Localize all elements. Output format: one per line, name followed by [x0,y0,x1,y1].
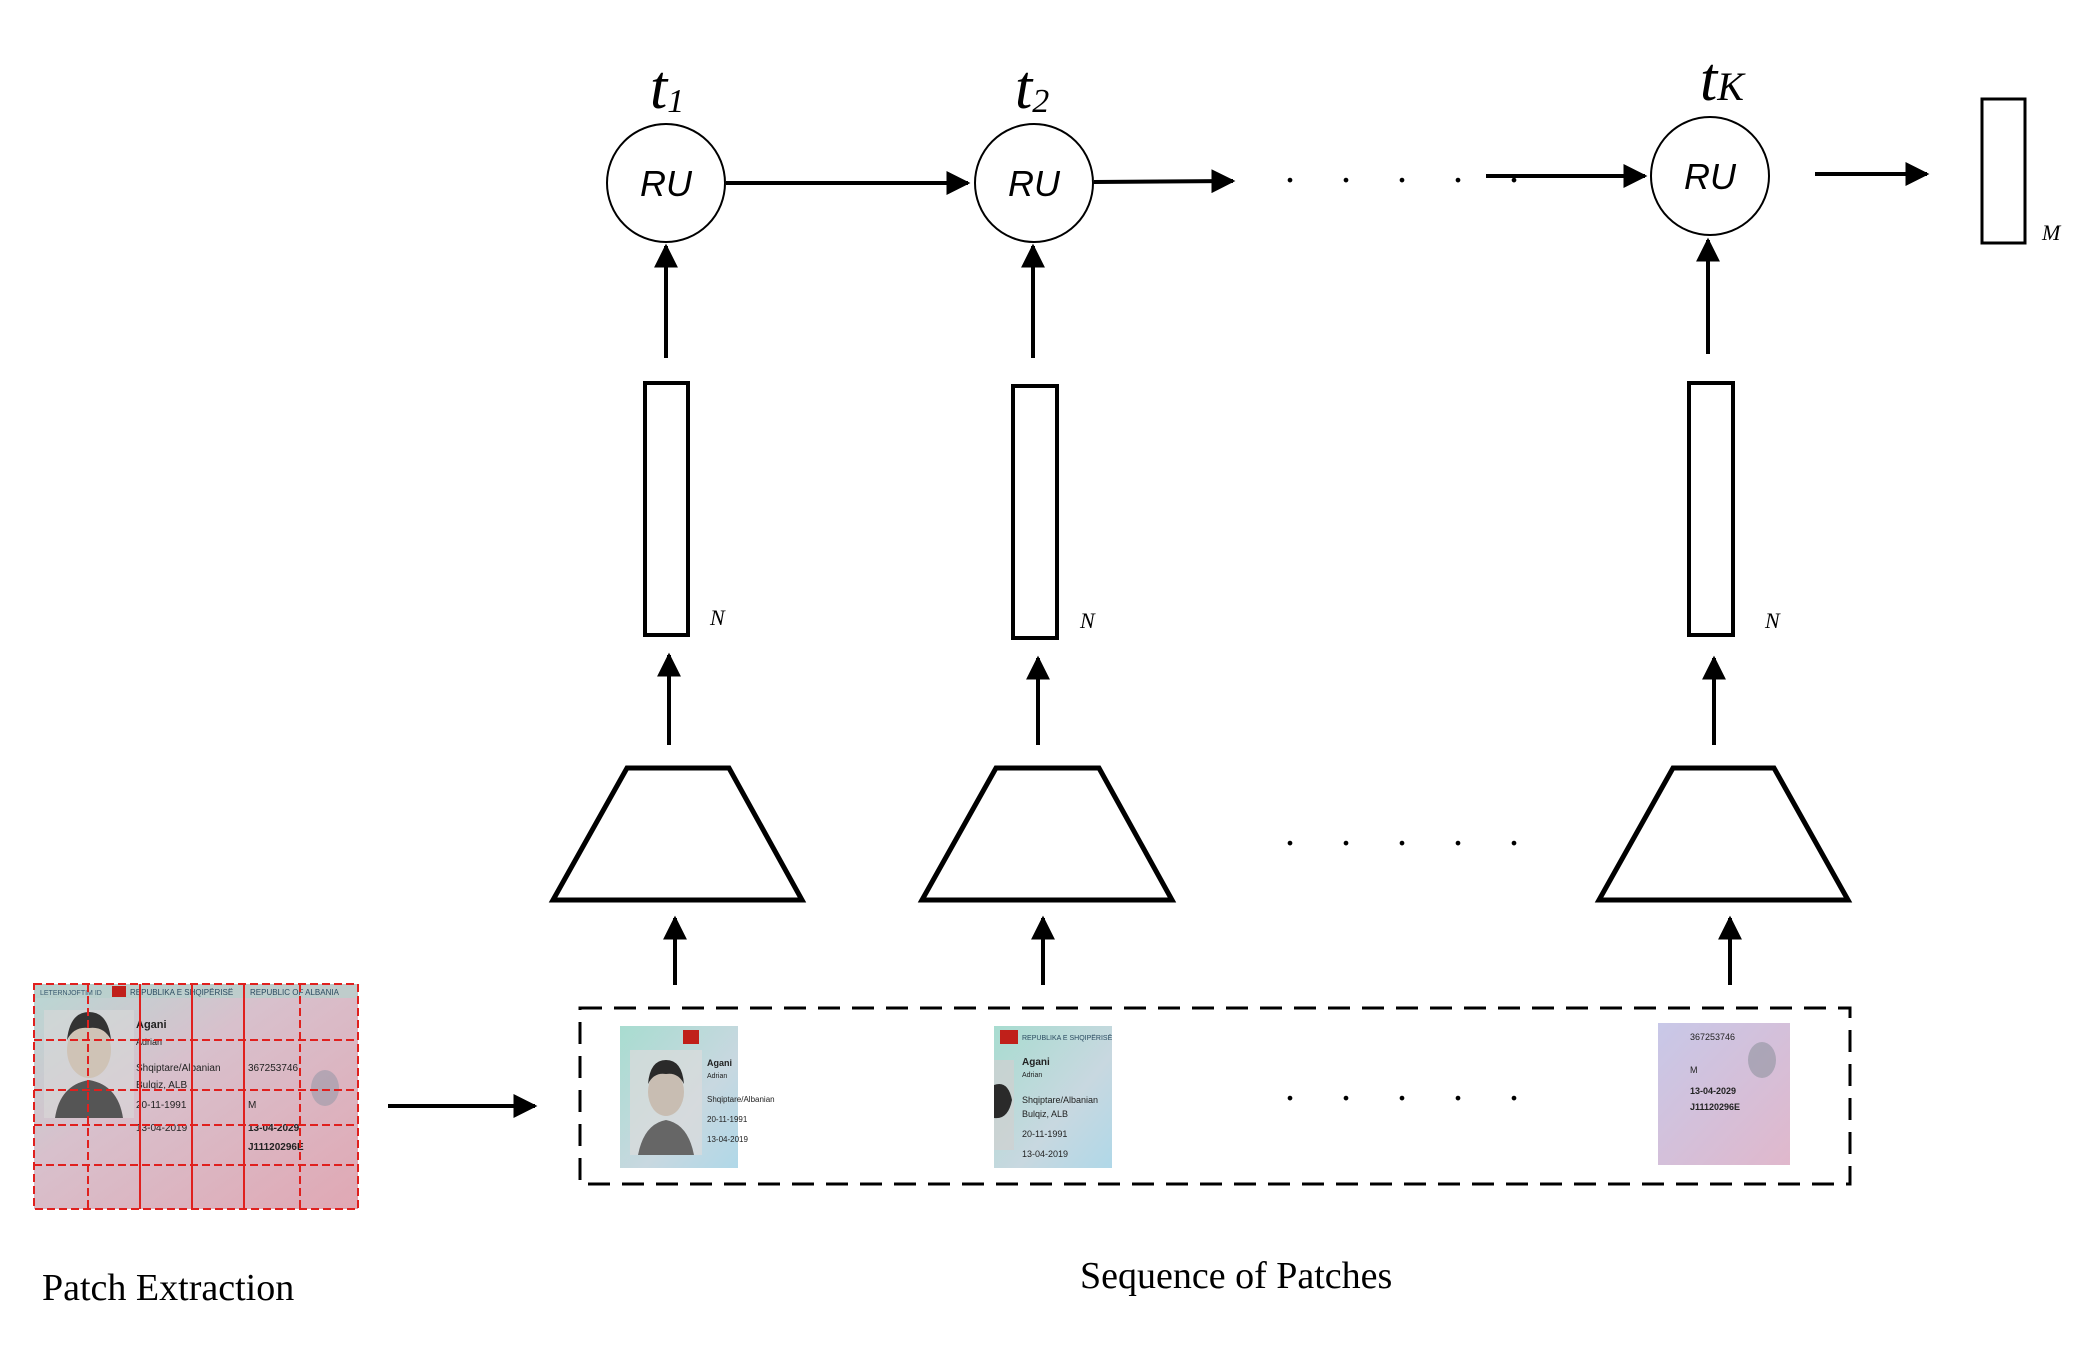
patch-2-surname: Agani [1022,1057,1050,1068]
id-card-given-name: Adrian [136,1037,162,1047]
patch-1-nationality: Shqiptare/Albanian [707,1095,775,1104]
recurrent-unit-k [1650,116,1770,236]
patch-extraction-label: Patch Extraction [42,1267,294,1309]
id-card-number: 367253746 [248,1063,298,1074]
time-label-2: t2 [1015,54,1049,122]
feature-vector-1 [643,381,690,637]
ellipsis-middle: . . . . . [1285,809,1537,854]
patch-1: Agani Adrian Shqiptare/Albanian 20-11-19… [620,1026,775,1168]
id-card-dob: 20-11-1991 [136,1100,187,1111]
patch-2-place-of-birth: Bulqiz, ALB [1022,1109,1068,1119]
patch-k-ghost-portrait-icon [1748,1042,1776,1078]
patch-2-dob: 20-11-1991 [1022,1129,1067,1139]
patch-grid [33,983,359,1210]
cnn-encoder-1 [548,765,807,903]
id-card-surname: Agani [136,1019,167,1031]
patch-1-flag-icon [683,1030,699,1044]
time-label-1: t1 [650,54,684,122]
patch-2: REPUBLIKA E SHQIPËRISË Agani Adrian Shqi… [994,1026,1113,1168]
column-step-1: t1 RU N [548,54,807,985]
recurrent-unit-1 [606,123,726,243]
patch-2-given-name: Adrian [1022,1072,1042,1079]
patch-2-date-issue: 13-04-2019 [1022,1149,1068,1159]
ghost-portrait-icon [311,1070,339,1106]
id-card-place-of-birth: Bulqiz, ALB [136,1080,187,1091]
patch-k: 367253746 M 13-04-2029 J11120296E [1658,1023,1790,1165]
recurrent-unit-label-k: RU [1684,156,1737,197]
patch-k-id-number: 367253746 [1690,1032,1735,1042]
ellipsis-top: . . . . . [1285,146,1537,191]
vector-dim-label-1: N [709,605,726,630]
cnn-encoder-k [1594,765,1853,903]
recurrent-unit-label-1: RU [640,163,693,204]
id-card-header-center: REPUBLIKA E SHQIPËRISË [130,988,233,997]
id-card-header-right: REPUBLIC OF ALBANIA [250,988,340,997]
patch-1-dob: 20-11-1991 [707,1115,748,1124]
patch-1-surname: Agani [707,1058,732,1068]
feature-vector-k [1687,381,1735,637]
patch-k-personal-no: J11120296E [1690,1102,1740,1112]
vector-dim-label-k: N [1764,608,1781,633]
id-card-nationality: Shqiptare/Albanian [136,1063,221,1074]
recurrent-unit-2 [974,123,1094,243]
ellipsis-sequence: . . . . . [1285,1064,1537,1109]
flag-icon [112,986,126,997]
patch-1-portrait-icon [630,1050,702,1155]
cnn-encoder-2 [917,765,1177,903]
feature-vector-2 [1011,384,1059,640]
patch-2-portrait-icon [994,1060,1014,1150]
id-card-sex: M [248,1100,256,1111]
id-card-header-left: LETERNJOFTIM ID [40,990,102,997]
patch-1-given-name: Adrian [707,1073,727,1080]
recurrent-unit-label-2: RU [1008,163,1061,204]
patch-k-sex: M [1690,1065,1698,1075]
output-vector [1980,97,2027,245]
id-card-personal-no: J11120296E [248,1142,304,1153]
arrow-ru2-out [1093,169,1236,194]
column-step-2: t2 RU N [917,54,1177,985]
patch-1-date-issue: 13-04-2019 [707,1135,748,1144]
patch-2-nationality: Shqiptare/Albanian [1022,1095,1098,1105]
id-card-image: LETERNJOFTIM ID REPUBLIKA E SHQIPËRISË R… [33,983,359,1210]
column-step-k: tK RU N [1594,46,1853,985]
patch-2-header: REPUBLIKA E SHQIPËRISË [1022,1034,1113,1042]
patch-2-flag-icon [1000,1030,1018,1044]
patch-k-expiry: 13-04-2029 [1690,1086,1736,1096]
sequence-box [578,1006,1852,1186]
vector-dim-label-2: N [1079,608,1096,633]
id-card-expiry: 13-04-2029 [248,1123,300,1134]
id-card-date-issue: 13-04-2019 [136,1123,188,1134]
sequence-of-patches-label: Sequence of Patches [1080,1255,1392,1297]
output-dim-label: M [2041,220,2062,245]
time-label-k: tK [1700,46,1746,114]
